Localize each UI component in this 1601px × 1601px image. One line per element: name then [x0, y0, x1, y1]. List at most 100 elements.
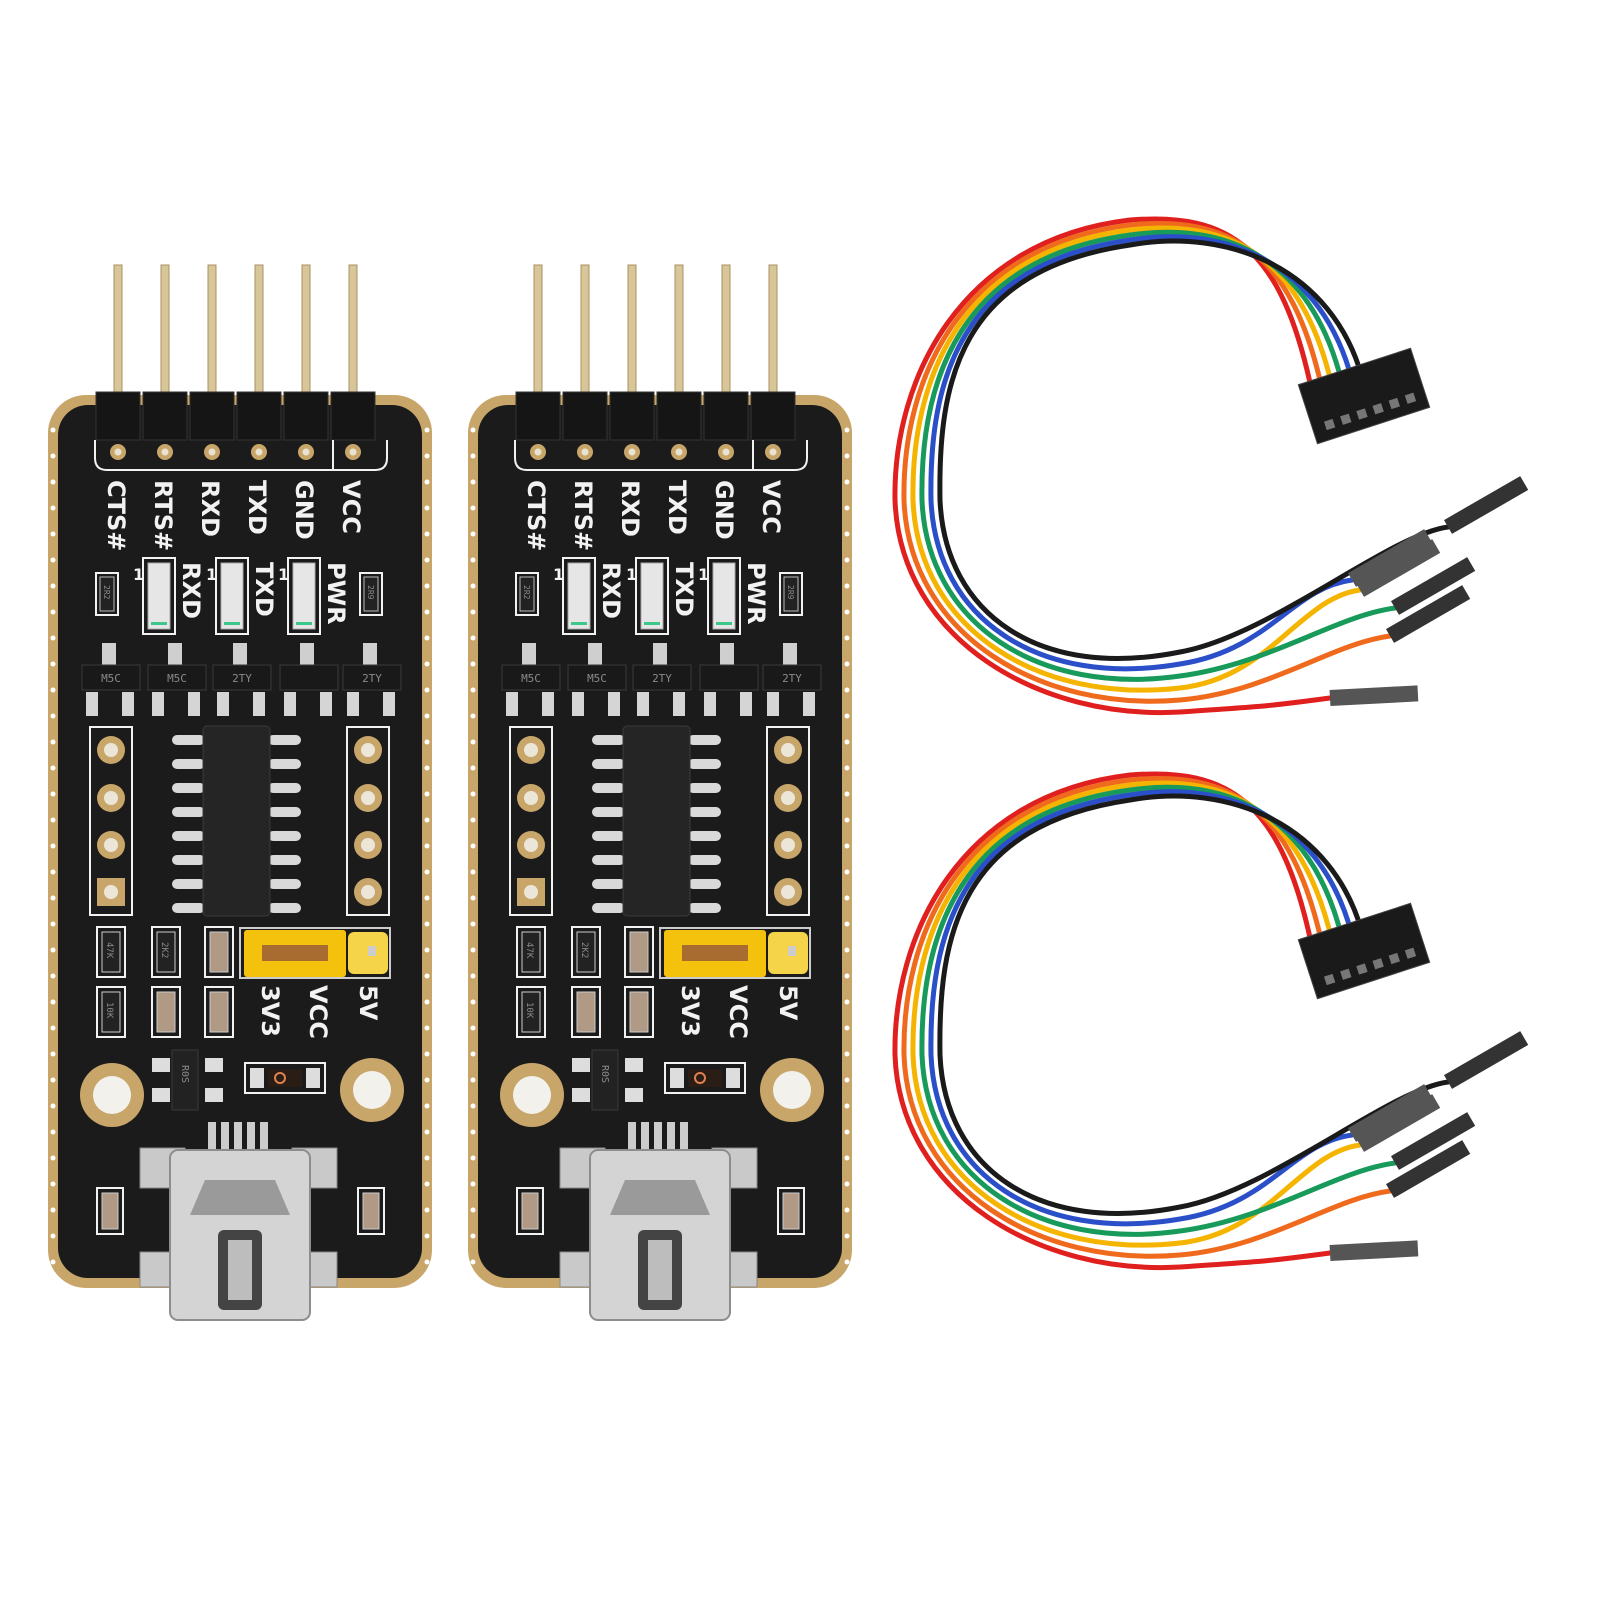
via-dot	[844, 505, 850, 511]
header-housing	[283, 391, 329, 441]
pad-hole	[361, 838, 375, 852]
ic-pin	[172, 759, 205, 769]
wire-blue	[928, 789, 1355, 1227]
wire-blue	[928, 234, 1355, 672]
mounting-hole	[353, 1071, 391, 1109]
breakout-outline	[766, 726, 810, 916]
usb-pin	[654, 1122, 662, 1152]
male-pin-housing-green	[1391, 557, 1476, 615]
via-dot	[424, 1051, 430, 1057]
transistor-pin	[253, 692, 265, 716]
transistor-pin	[588, 643, 602, 665]
solder-hole	[534, 448, 542, 456]
via-dot	[844, 687, 850, 693]
male-pin-housing-blue	[1348, 529, 1433, 587]
via-dot	[844, 635, 850, 641]
led-pwr	[712, 562, 736, 630]
transistor-pin	[188, 692, 200, 716]
component-outline	[571, 926, 601, 978]
resistor-outline	[515, 572, 539, 616]
via-dot	[844, 895, 850, 901]
pin-label-rxd-text: RXD	[196, 480, 224, 537]
led-label-pwr-text: PWR	[322, 562, 350, 625]
via-dot	[844, 453, 850, 459]
led-pin1-mark: 1	[698, 565, 709, 584]
usb-tongue	[648, 1240, 672, 1300]
via-dot	[50, 1181, 56, 1187]
usb-pin	[208, 1122, 216, 1152]
via-dot	[470, 1155, 476, 1161]
led-outline	[215, 557, 249, 635]
transistor-pin	[522, 643, 536, 665]
capacitor	[782, 1192, 800, 1230]
solder-pad	[625, 1088, 643, 1102]
via-dot	[844, 427, 850, 433]
ic-pin	[592, 903, 625, 913]
via-dot	[50, 791, 56, 797]
usb-pin	[234, 1122, 242, 1152]
via-dot	[424, 687, 430, 693]
male-pin-housing-blue	[1348, 1084, 1433, 1142]
via-dot	[424, 1025, 430, 1031]
male-pin-housing-yellow	[1355, 1094, 1441, 1152]
jumper-window	[262, 945, 328, 961]
component-outline	[204, 926, 234, 978]
header-housing	[330, 391, 376, 441]
via-dot	[424, 479, 430, 485]
via-dot	[50, 1155, 56, 1161]
via-dot	[424, 973, 430, 979]
via-dot	[844, 1103, 850, 1109]
capacitor	[629, 931, 649, 973]
ic-pin	[268, 831, 301, 841]
solder-hole	[255, 448, 263, 456]
resistor	[99, 576, 115, 612]
led-rxd	[567, 562, 591, 630]
transistor	[212, 664, 272, 691]
via-dot	[424, 921, 430, 927]
header-outline	[94, 440, 388, 471]
via-dot	[50, 479, 56, 485]
led-outline	[142, 557, 176, 635]
via-dot	[470, 869, 476, 875]
ic-pin	[592, 759, 625, 769]
solder-pad	[625, 1058, 643, 1072]
via-dot	[844, 739, 850, 745]
ic-pin	[268, 807, 301, 817]
pin-label-rts-text: RTS#	[569, 480, 597, 551]
header-housing	[95, 391, 141, 441]
pin-label-cts-text: CTS#	[522, 480, 550, 551]
led-pin1-mark: 1	[553, 565, 564, 584]
via-dot	[424, 739, 430, 745]
led-txd	[640, 562, 664, 630]
led-outline	[562, 557, 596, 635]
solder-pad	[205, 1058, 223, 1072]
via-dot	[50, 531, 56, 537]
via-dot	[470, 817, 476, 823]
transistor-mark: 2TY	[782, 672, 802, 685]
via-dot	[424, 817, 430, 823]
resistor-mark: 47K	[104, 942, 114, 959]
female-socket	[1404, 392, 1417, 404]
usb-pin	[680, 1122, 688, 1152]
female-socket	[1356, 963, 1368, 975]
ic-pin	[592, 879, 625, 889]
solder-pad	[670, 1068, 684, 1088]
resistor-mark: 2R2	[102, 585, 111, 600]
via-dot	[424, 999, 430, 1005]
via-dot	[844, 1155, 850, 1161]
led-green-mark	[716, 622, 732, 625]
transistor-mark: M5C	[587, 672, 607, 685]
led-pin1-mark: 1	[626, 565, 637, 584]
ic-pin	[172, 735, 205, 745]
ic-pin	[592, 831, 625, 841]
solder-hole	[302, 448, 310, 456]
ic-pin	[688, 783, 721, 793]
led-label-rxd-text: RXD	[177, 562, 205, 619]
pin-label-gnd-text: GND	[710, 480, 738, 540]
female-socket	[1323, 418, 1336, 431]
via-dot	[844, 869, 850, 875]
capacitor	[101, 1192, 119, 1230]
via-dot	[844, 791, 850, 797]
jumper-label-vcc-text: VCC	[724, 985, 752, 1039]
via-dot	[424, 453, 430, 459]
